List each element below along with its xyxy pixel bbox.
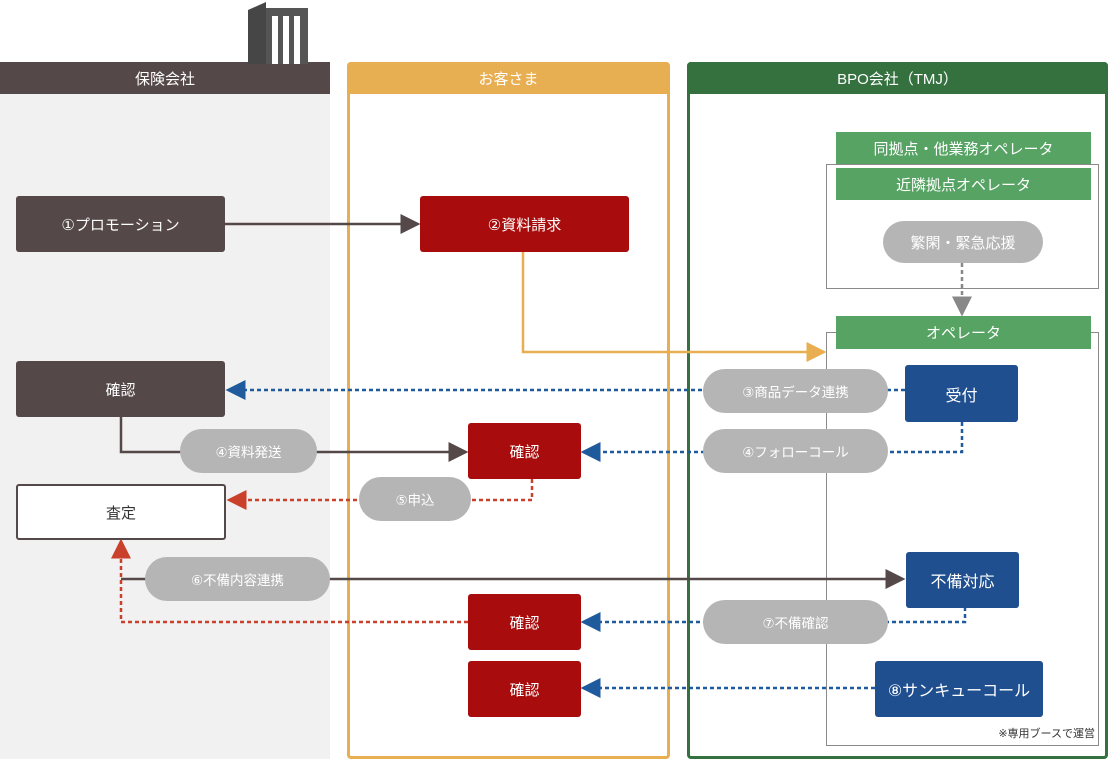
customer-lane-header: お客さま [347, 62, 670, 94]
arrow-send-docs [119, 416, 469, 462]
deficiency-link-label: ⑥不備内容連携 [145, 557, 330, 601]
customer-confirm-box-2: 確認 [468, 594, 581, 650]
arrow-confirm-assessment [111, 538, 468, 624]
deficiency-response-box: 不備対応 [906, 552, 1019, 608]
bpo-lane-header: BPO会社（TMJ） [687, 62, 1108, 94]
document-request-box: ②資料請求 [420, 196, 629, 252]
reception-box: 受付 [905, 365, 1018, 422]
insurer-confirm-box: 確認 [16, 361, 225, 417]
arrow-request-operator [521, 252, 827, 362]
building-icon [246, 0, 310, 64]
operator-header: オペレータ [836, 316, 1091, 349]
thankyou-call-box: ⑧サンキューコール [875, 661, 1043, 717]
promotion-box: ①プロモーション [16, 196, 225, 252]
dedicated-booth-note: ※専用ブースで運営 [998, 728, 1095, 740]
apply-label: ⑤申込 [359, 477, 471, 521]
same-site-operators: 同拠点・他業務オペレータ [836, 132, 1091, 164]
customer-confirm-box-1: 確認 [468, 423, 581, 479]
product-data-label: ③商品データ連携 [703, 369, 888, 413]
deficiency-check-label: ⑦不備確認 [703, 600, 888, 644]
insurer-lane-header: 保険会社 [0, 62, 330, 94]
busy-emergency-support: 繁閑・緊急応援 [883, 221, 1043, 263]
customer-confirm-box-3: 確認 [468, 661, 581, 717]
assessment-box: 査定 [16, 484, 226, 540]
nearby-operators: 近隣拠点オペレータ [836, 168, 1091, 200]
arrow-apply [226, 479, 534, 510]
follow-call-label: ④フォローコール [703, 429, 888, 473]
send-docs-label: ④資料発送 [180, 429, 317, 473]
